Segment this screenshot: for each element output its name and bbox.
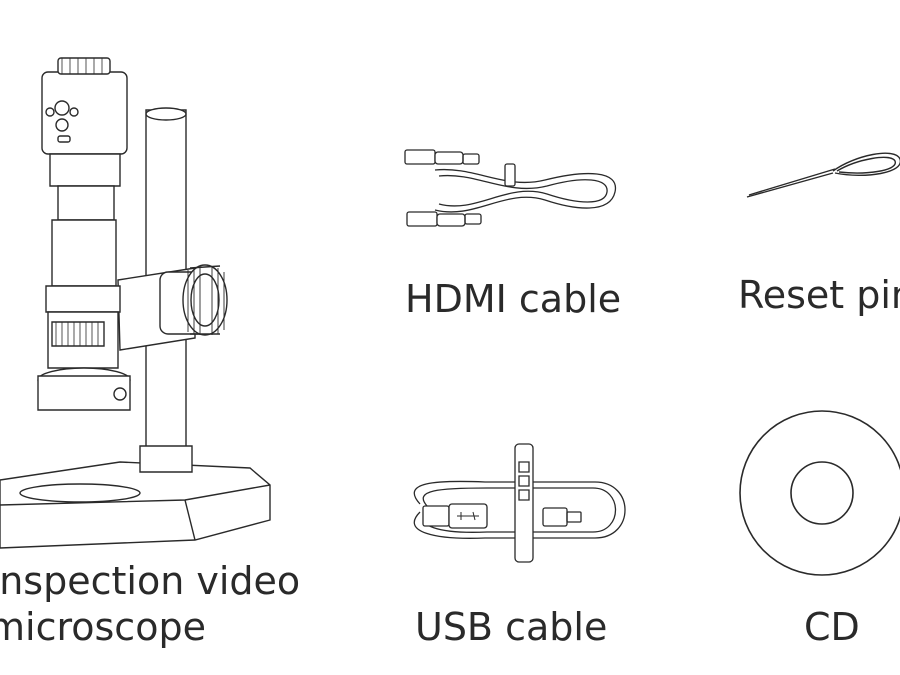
reset-pin-label: Reset pin <box>738 273 900 317</box>
usb-cable-label: USB cable <box>415 605 608 649</box>
microscope-label-line2: microscope <box>0 605 206 649</box>
reset-pin-illustration <box>745 145 900 205</box>
microscope-label-line1: Inspection video <box>0 559 301 603</box>
cd-label: CD <box>804 605 860 649</box>
cd-illustration <box>737 408 900 578</box>
hdmi-cable-label: HDMI cable <box>405 277 622 321</box>
usb-cable-illustration <box>395 442 635 562</box>
microscope-illustration <box>0 0 300 560</box>
hdmi-cable-illustration <box>395 130 635 240</box>
